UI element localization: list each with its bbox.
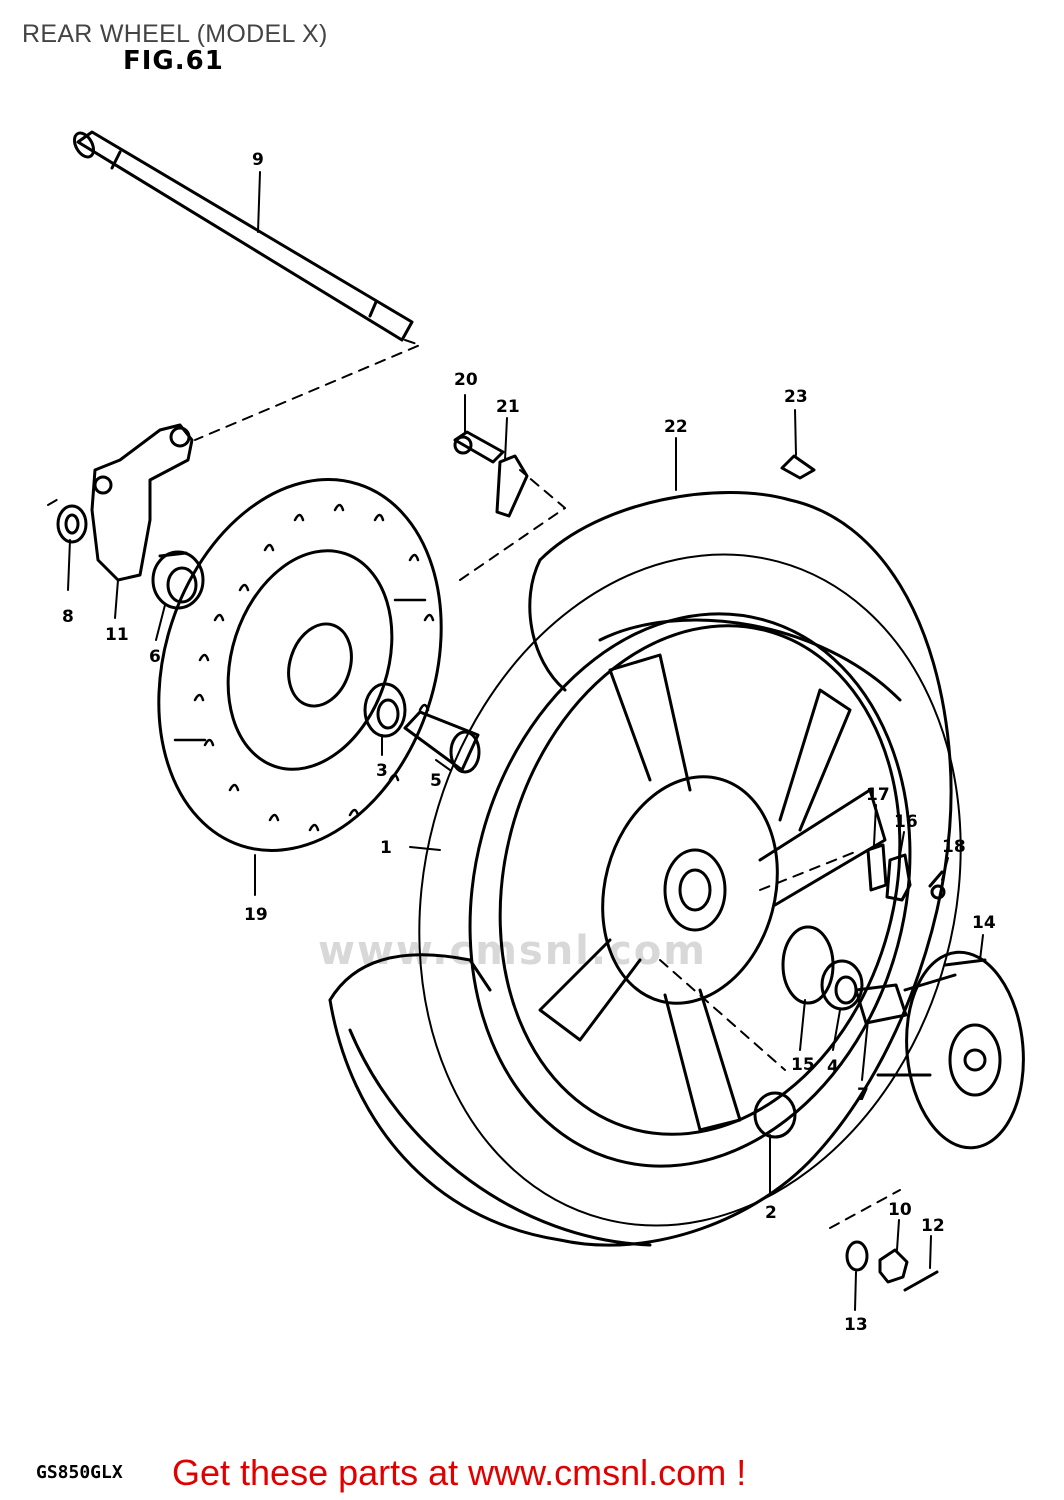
lock-plate-part	[866, 843, 888, 892]
callout-5: 5	[430, 771, 442, 791]
callout-1: 1	[380, 838, 392, 858]
callout-12: 12	[921, 1216, 945, 1236]
callout-2: 2	[765, 1203, 777, 1223]
lock-washer-part	[495, 454, 529, 518]
callout-19: 19	[244, 905, 268, 925]
balance-weight-part	[753, 1091, 797, 1139]
spacer-7-part	[854, 983, 908, 1025]
tire-part	[328, 491, 953, 1247]
axle-spacer-part	[403, 710, 481, 774]
callout-23: 23	[784, 387, 808, 407]
nut-part	[878, 1248, 909, 1284]
callout-9: 9	[252, 150, 264, 170]
callout-4: 4	[827, 1057, 839, 1077]
callout-20: 20	[454, 370, 478, 390]
bolt-18-part	[928, 870, 946, 900]
callout-21: 21	[496, 397, 520, 417]
bolt-part	[453, 430, 505, 464]
callout-16: 16	[894, 812, 918, 832]
callout-8: 8	[62, 607, 74, 627]
axle-part	[73, 130, 414, 342]
callout-22: 22	[664, 417, 688, 437]
cotter-pin-part	[903, 1270, 939, 1292]
oring-part	[781, 925, 835, 1005]
spacer-part	[56, 504, 88, 544]
sprocket-drum-part	[876, 950, 1025, 1150]
bearing-part	[151, 550, 205, 610]
rim-part	[418, 553, 962, 1227]
model-code: GS850GLX	[36, 1462, 123, 1483]
promo-link[interactable]: Get these parts at www.cmsnl.com !	[172, 1452, 747, 1493]
watermark: www.cmsnl.com	[318, 928, 707, 974]
brake-disc-part	[157, 478, 443, 852]
page-title: REAR WHEEL (MODEL X)	[22, 20, 328, 48]
callout-3: 3	[376, 761, 388, 781]
washer-part	[845, 1240, 869, 1272]
callout-13: 13	[844, 1315, 868, 1335]
figure-label: FIG.61	[123, 46, 224, 76]
exploded-parts-diagram: 9 20 21 22 23 8 11 6 3 5 1 17 16 18 19 1…	[47, 130, 1025, 1335]
caliper-bracket-part	[90, 423, 194, 582]
callout-14: 14	[972, 913, 996, 933]
callout-18: 18	[942, 837, 966, 857]
oil-seal-part	[363, 682, 407, 738]
callout-10: 10	[888, 1200, 912, 1220]
callout-6: 6	[149, 647, 161, 667]
callout-11: 11	[105, 625, 129, 645]
callout-17: 17	[866, 785, 890, 805]
callout-7: 7	[857, 1085, 869, 1105]
callout-15: 15	[791, 1055, 815, 1075]
bracket-16-part	[885, 853, 912, 902]
valve-cap-part	[780, 454, 816, 480]
